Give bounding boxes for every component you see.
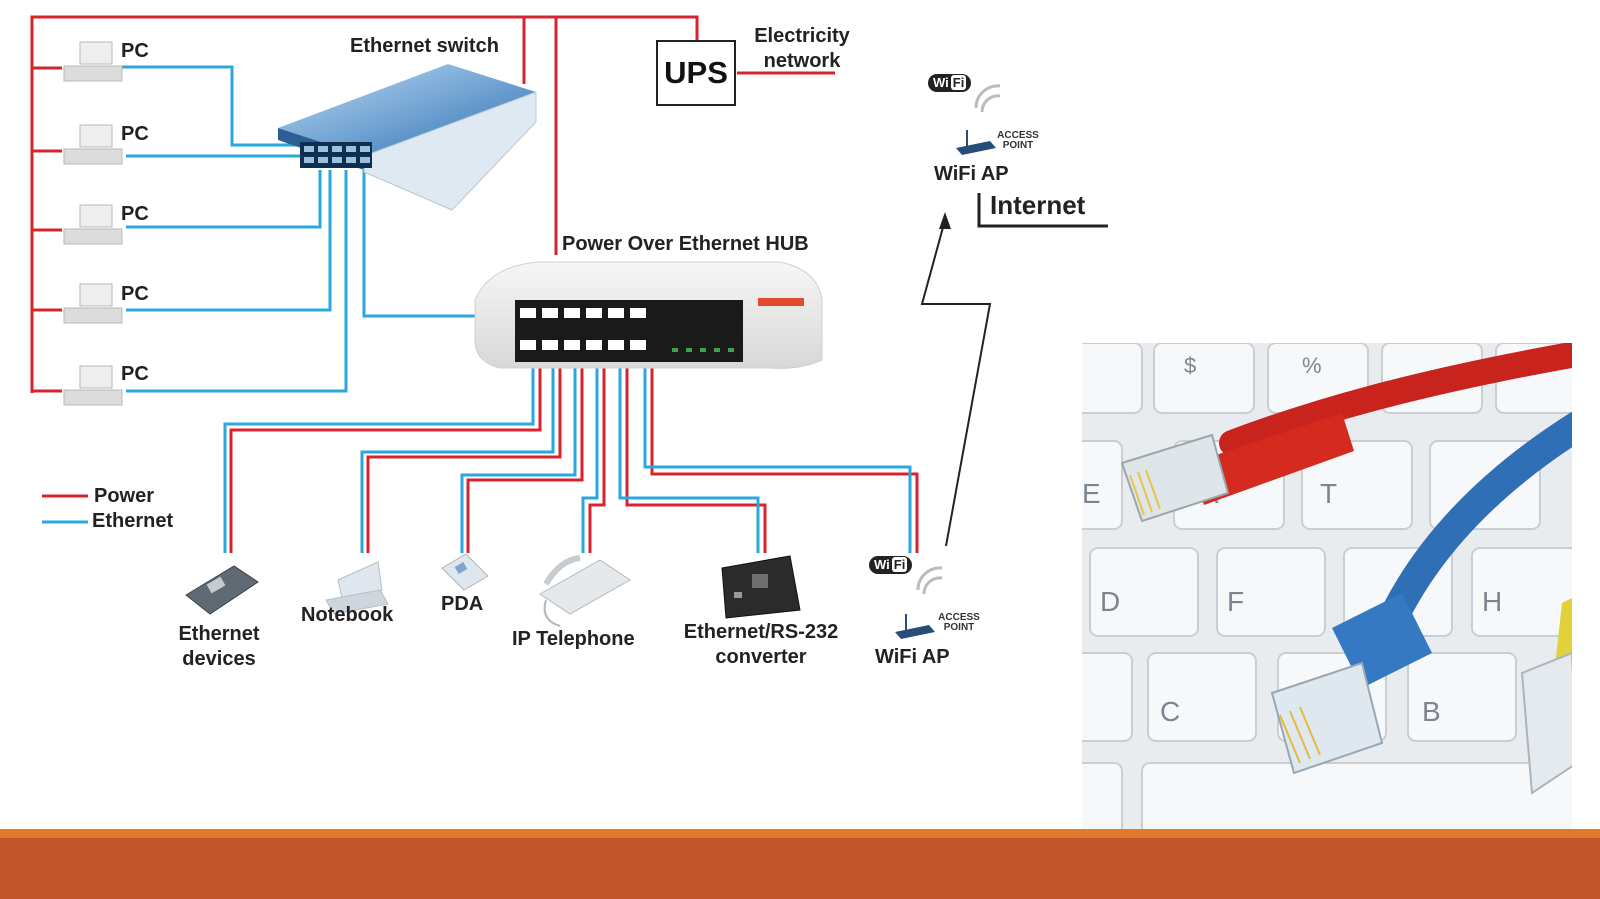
pc-label: PC <box>121 123 149 145</box>
ip-telephone-icon <box>539 555 631 627</box>
bottom-decorative-bar <box>0 829 1600 899</box>
converter-label: Ethernet/RS-232 converter <box>683 621 839 668</box>
key-dollar: $ <box>1184 353 1196 378</box>
key-f: F <box>1227 586 1244 617</box>
wifi-badge-text: Wi <box>933 75 949 90</box>
wifi-ap-icon <box>895 566 943 639</box>
key-h: H <box>1482 586 1502 617</box>
cables-keyboard-photo: $ % T R E D F H C B <box>1082 343 1572 831</box>
key-d: D <box>1100 586 1120 617</box>
pc-icon <box>63 204 123 245</box>
poe-hub-label: Power Over Ethernet HUB <box>562 233 809 255</box>
ethernet-switch-label: Ethernet switch <box>350 35 499 57</box>
internet-arrow-icon <box>920 193 1108 547</box>
notebook-label: Notebook <box>301 604 394 626</box>
wifi-badge-text: Wi <box>874 557 890 572</box>
red-ethernet-cable <box>1120 343 1572 523</box>
cables-keyboard-image: $ % T R E D F H C B <box>1082 343 1572 831</box>
ip-telephone-label: IP Telephone <box>512 628 635 650</box>
key-c: C <box>1160 696 1180 727</box>
poe-hub-icon <box>474 261 823 369</box>
legend-power-label: Power <box>94 485 155 507</box>
key-e: E <box>1082 478 1101 509</box>
pda-label: PDA <box>441 593 484 615</box>
ups-label: UPS <box>664 55 728 90</box>
pc-label: PC <box>121 203 149 225</box>
key-t: T <box>1320 478 1337 509</box>
key-b: B <box>1422 696 1441 727</box>
ethernet-switch-icon <box>278 64 537 211</box>
pc-icon <box>63 41 123 82</box>
pc-icons <box>63 41 123 406</box>
pc-label: PC <box>121 283 149 305</box>
pc-label: PC <box>121 40 149 62</box>
key-percent: % <box>1302 353 1322 378</box>
ethernet-devices-label: Ethernet devices <box>178 623 260 670</box>
pc-icon <box>63 283 123 324</box>
access-point-label: ACCESS POINT <box>938 612 980 633</box>
pc-icon <box>63 124 123 165</box>
pda-icon <box>441 553 489 591</box>
ethernet-device-icon <box>185 565 259 615</box>
notebook-icon <box>325 561 389 615</box>
access-point-label: ACCESS POINT <box>997 130 1039 151</box>
pc-label: PC <box>121 363 149 385</box>
wifi-badge-fi: Fi <box>891 557 908 572</box>
pc-icon <box>63 365 123 406</box>
wifi-ap-icon <box>956 84 1001 155</box>
converter-icon <box>721 555 801 619</box>
wifi-ap-bottom-label: WiFi AP <box>875 646 950 668</box>
legend-ethernet-label: Ethernet <box>92 510 174 532</box>
internet-label: Internet <box>990 190 1086 220</box>
yellow-ethernet-cable <box>1520 598 1572 795</box>
blue-ethernet-cable <box>1270 411 1572 775</box>
ups-icon: UPS <box>656 40 736 106</box>
electricity-network-label: Electricity network <box>754 25 850 72</box>
wifi-ap-top-label: WiFi AP <box>934 163 1009 185</box>
wifi-badge-fi: Fi <box>950 75 967 90</box>
power-lines <box>30 15 919 553</box>
